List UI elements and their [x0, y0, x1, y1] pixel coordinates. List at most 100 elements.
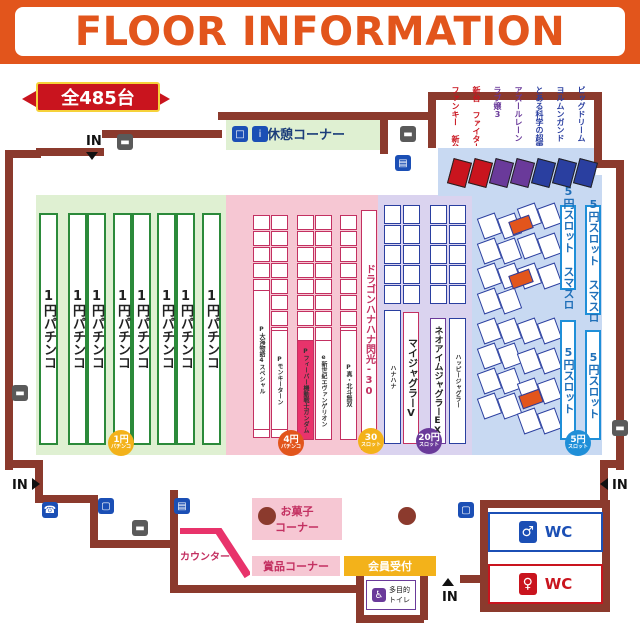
machine-cell — [315, 311, 332, 326]
machine-cell — [315, 295, 332, 310]
wall — [460, 575, 488, 583]
member-reception-label: 会員受付 — [368, 560, 412, 573]
wall — [594, 92, 602, 167]
men-icon: ♂ — [518, 521, 537, 543]
machine-cell — [297, 231, 314, 246]
slot-5yen-smasuro-label: 5円スロット スマスロ — [562, 185, 575, 310]
machine-column-label: P真・北斗無双 — [345, 363, 352, 407]
header-panel: FLOOR INFORMATION — [15, 7, 625, 56]
featured-machine-label: 新台 ファイター6 — [472, 86, 481, 146]
smoking-icon: ▬ — [400, 126, 416, 142]
wall — [616, 160, 624, 470]
machine-cell — [315, 247, 332, 262]
wall — [420, 560, 428, 620]
wall — [218, 112, 434, 120]
machine-column-label: Pモンキーターン — [276, 355, 283, 405]
wall — [5, 150, 13, 470]
machine-cell — [449, 245, 466, 264]
machine-cell — [430, 285, 447, 304]
counter-icon — [180, 526, 252, 579]
category-marker: 1円パチンコ — [108, 430, 134, 456]
header-bar: FLOOR INFORMATION — [0, 0, 640, 64]
multipurpose-toilet: ♿ 多目的 トイレ — [366, 580, 416, 610]
machine-cell — [403, 285, 420, 304]
machine-cell — [384, 265, 401, 284]
machine-cell — [297, 215, 314, 230]
category-marker-label: 30 — [364, 433, 378, 443]
wall — [356, 560, 364, 620]
wc-women-label: WC — [544, 575, 573, 593]
machine-column: ハッピージャグラー — [449, 318, 466, 444]
wc-men-label: WC — [544, 523, 573, 541]
wall — [594, 160, 622, 168]
pachinko-1yen-label: 1円パチンコ — [89, 289, 104, 369]
pachinko-1yen-column: 1円パチンコ — [87, 213, 106, 445]
atm-icon: ▤ — [174, 498, 190, 514]
majuggler-column: マイジャグラーV — [403, 312, 419, 444]
entrance-left-label: IN — [12, 478, 28, 493]
pachinko-1yen-column: 1円パチンコ — [157, 213, 176, 445]
machine-column-label: Pフィーバー機動戦士ガンダム — [302, 347, 309, 433]
machine-cell — [253, 247, 270, 262]
machine-column: Pモンキーターン — [271, 330, 288, 430]
prize-corner: 賞品コーナー — [252, 556, 340, 576]
okashi-corner-label: お菓子 コーナー — [275, 505, 319, 534]
wall — [170, 585, 360, 593]
pachinko-1yen-column: 1円パチンコ — [68, 213, 87, 445]
machine-column: e新世紀エヴァンゲリオン — [315, 340, 332, 440]
machine-cell — [315, 215, 332, 230]
machine-cell — [271, 263, 288, 278]
machine-cell — [340, 311, 357, 326]
machine-cell — [271, 231, 288, 246]
entrance-bottom-label: IN — [442, 590, 458, 605]
wall — [5, 150, 41, 158]
smoking-icon: ▬ — [117, 134, 133, 150]
category-marker-label: 20円 — [418, 433, 440, 443]
machine-column: ハナハナ — [384, 310, 401, 444]
machine-cell — [430, 265, 447, 284]
machine-column: P真・北斗無双 — [340, 330, 357, 440]
card-icon: ▢ — [98, 498, 114, 514]
wall — [35, 495, 90, 503]
wall — [170, 490, 178, 590]
wall — [600, 460, 624, 468]
slot-5yen-column: 5円スロット — [585, 330, 601, 440]
prize-corner-label: 賞品コーナー — [263, 560, 329, 573]
machine-cell — [271, 215, 288, 230]
machine-cell — [271, 247, 288, 262]
neo-im-label: ネオアイムジャグラーEX — [432, 326, 443, 436]
member-reception: 会員受付 — [344, 556, 436, 576]
pachinko-1yen-column: 1円パチンコ — [202, 213, 221, 445]
okashi-corner: お菓子 コーナー — [252, 498, 342, 540]
machine-cell — [297, 263, 314, 278]
wall — [90, 540, 170, 548]
wall — [380, 112, 388, 154]
featured-machine-label: とある科学の超電磁砲2 — [535, 86, 544, 146]
badge-ribbon-left — [22, 91, 36, 107]
toilet-label: 多目的 トイレ — [389, 586, 410, 604]
phone-icon: ☎ — [42, 502, 58, 518]
info-icon: i — [252, 126, 268, 142]
featured-machine-label: ラブ嬢3 — [493, 86, 502, 119]
machine-cell — [430, 245, 447, 264]
pachinko-1yen-column: 1円パチンコ — [113, 213, 132, 445]
category-marker-sub: スロット — [418, 442, 439, 448]
wall — [480, 500, 610, 508]
pachinko-1yen-column: 1円パチンコ — [132, 213, 151, 445]
machine-cell — [340, 247, 357, 262]
category-marker: 5円スロット — [565, 430, 591, 456]
machine-cell — [297, 311, 314, 326]
machine-cell — [403, 225, 420, 244]
machine-cell — [315, 279, 332, 294]
machine-cell — [430, 225, 447, 244]
category-marker-sub: パチンコ — [110, 444, 131, 450]
machine-cell — [340, 215, 357, 230]
machine-cell — [403, 265, 420, 284]
machine-cell — [340, 295, 357, 310]
wc-men: ♂ WC — [488, 512, 603, 552]
majuggler-label: マイジャグラーV — [405, 337, 417, 419]
machine-cell — [449, 285, 466, 304]
machine-cell — [297, 279, 314, 294]
machine-cell — [340, 279, 357, 294]
